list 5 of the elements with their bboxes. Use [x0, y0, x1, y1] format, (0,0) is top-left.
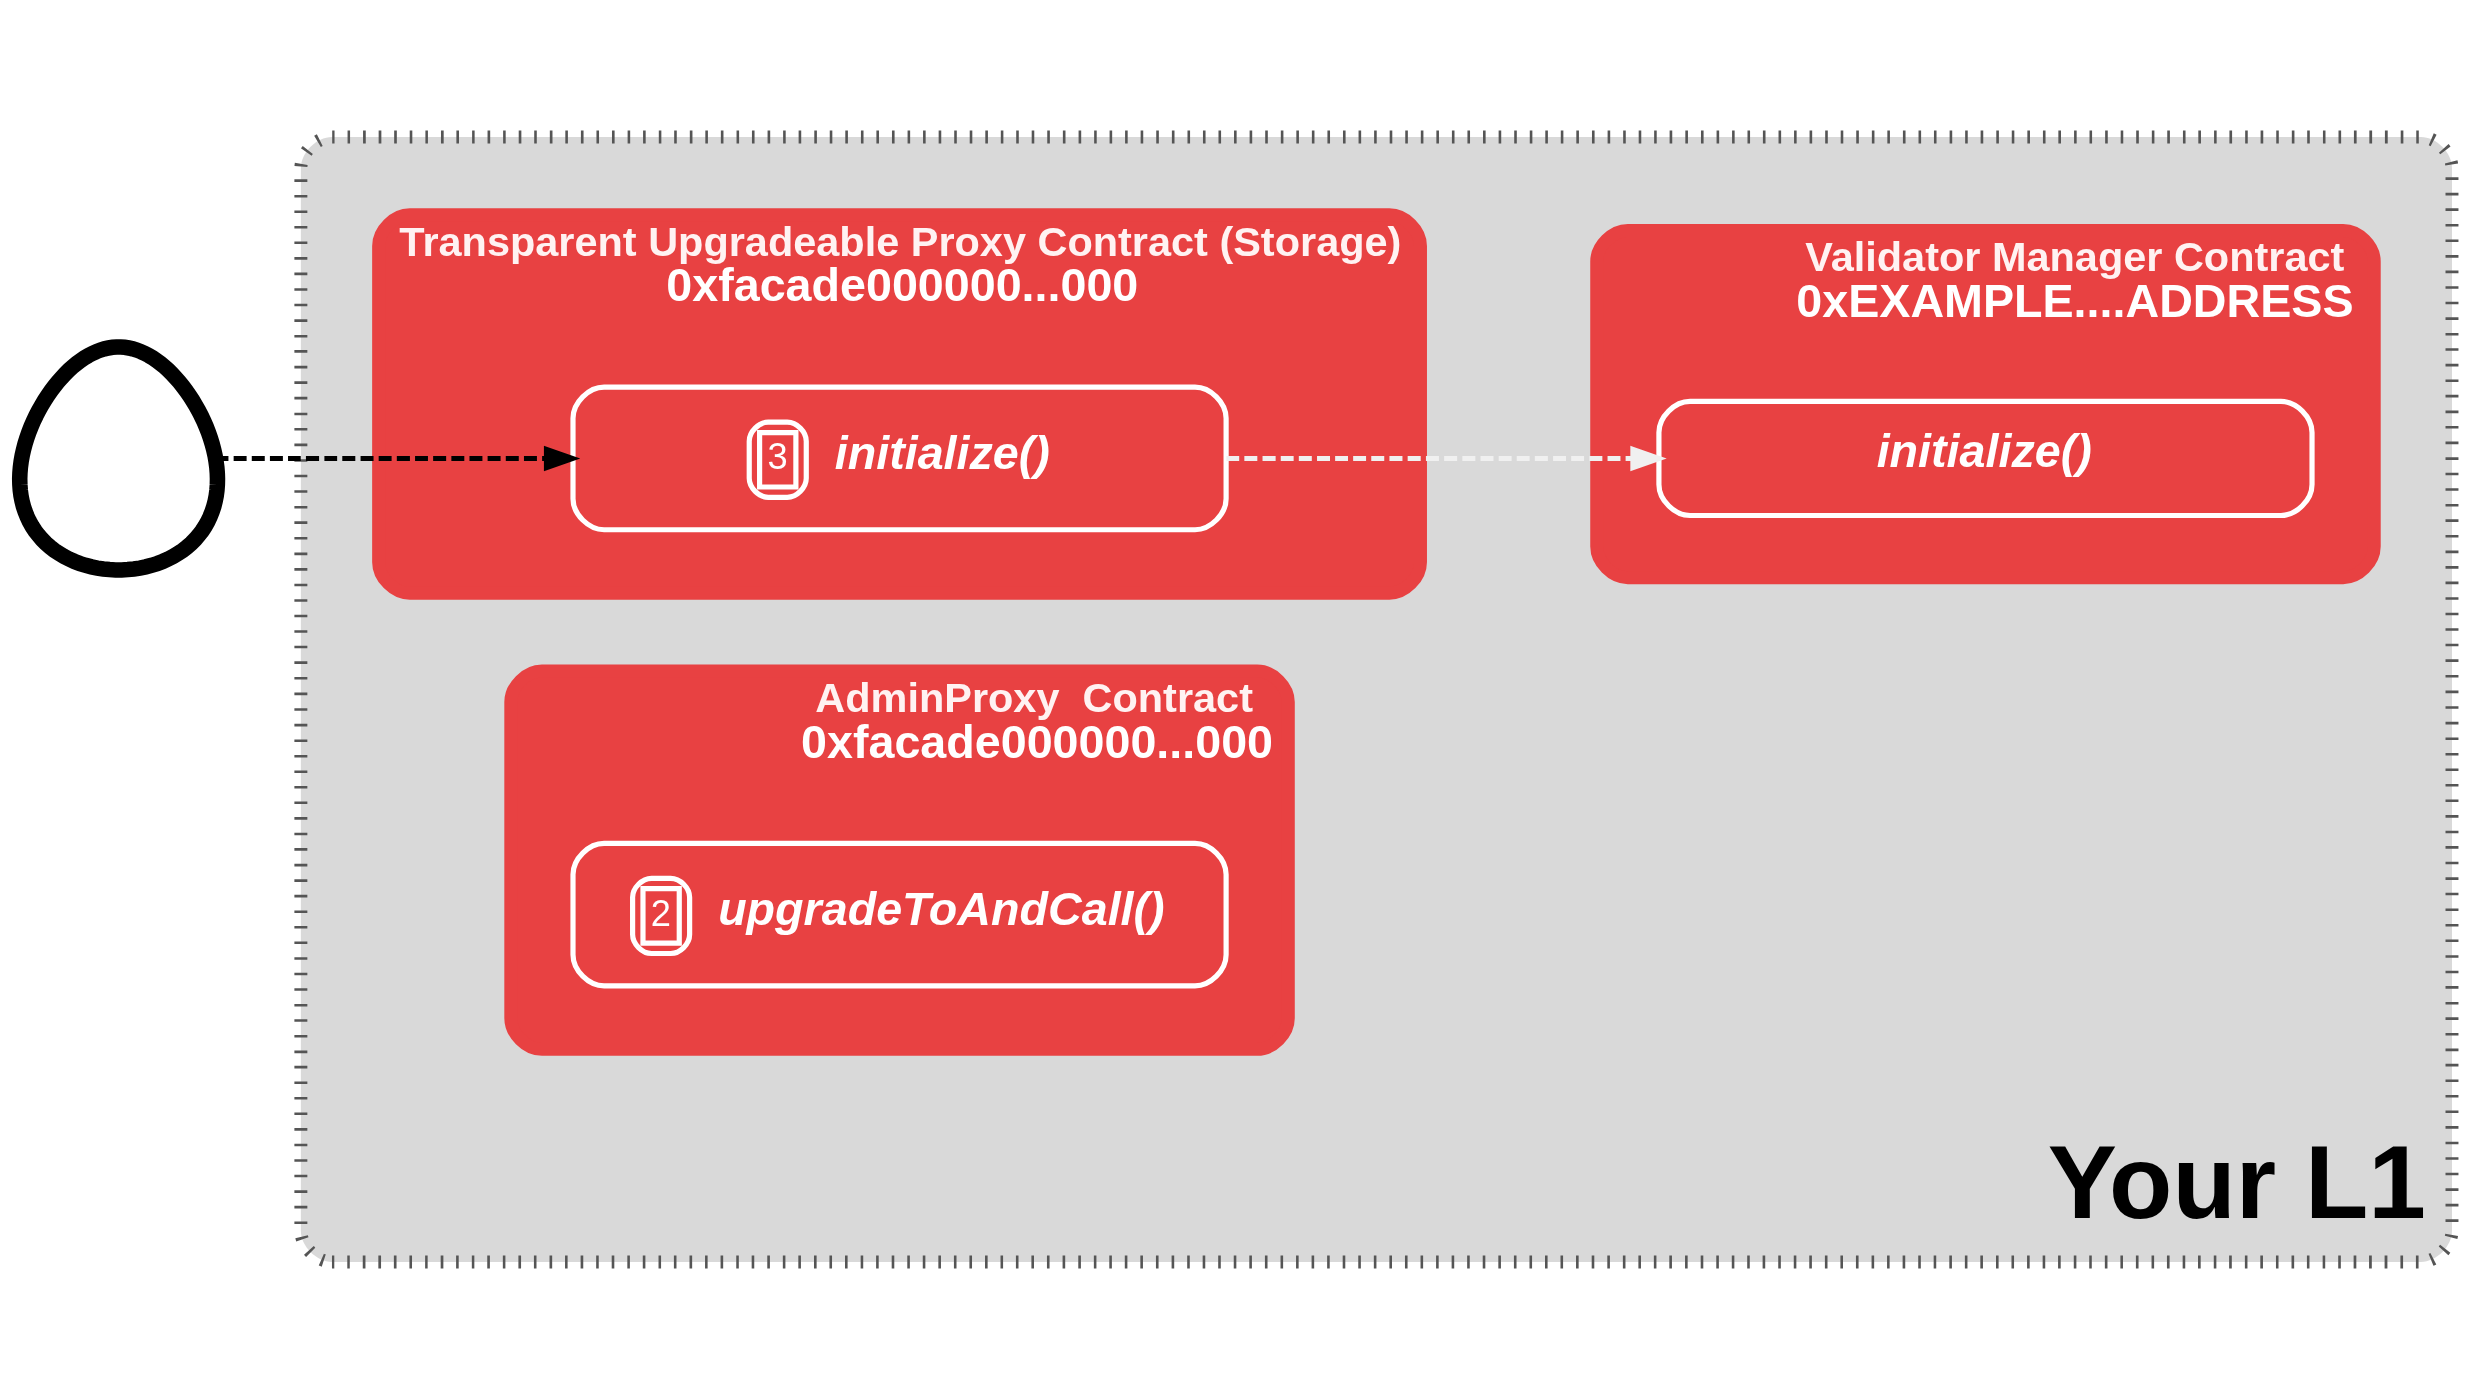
- node-box: 2 upgradeToAndCall(): [570, 840, 1229, 988]
- node-box: initialize(): [1656, 398, 2315, 518]
- node-box: 3 initialize(): [570, 384, 1229, 532]
- arrow: [1226, 445, 1667, 471]
- node-person: [11, 338, 226, 578]
